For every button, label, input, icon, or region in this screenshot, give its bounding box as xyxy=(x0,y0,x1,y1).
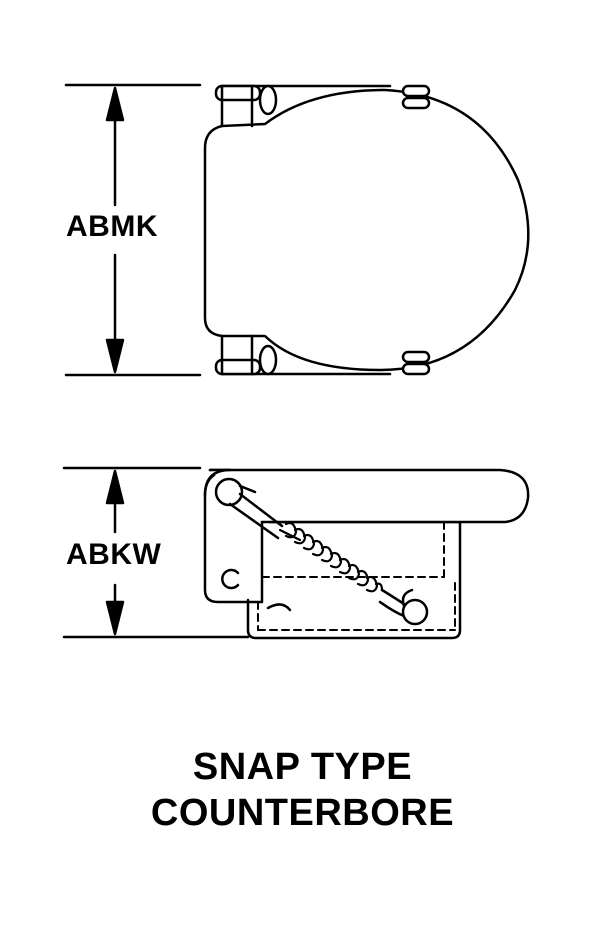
caption-line-1: SNAP TYPE xyxy=(192,746,413,788)
dimension-label-abkw: ABKW xyxy=(66,538,162,572)
dimension-label-abmk: ABMK xyxy=(66,210,158,244)
top-view-dimension xyxy=(64,83,202,377)
caption-line-2: COUNTERBORE xyxy=(150,792,455,834)
side-view-dimension xyxy=(62,466,250,639)
side-view-body xyxy=(203,468,530,640)
top-view-cover xyxy=(203,84,530,376)
